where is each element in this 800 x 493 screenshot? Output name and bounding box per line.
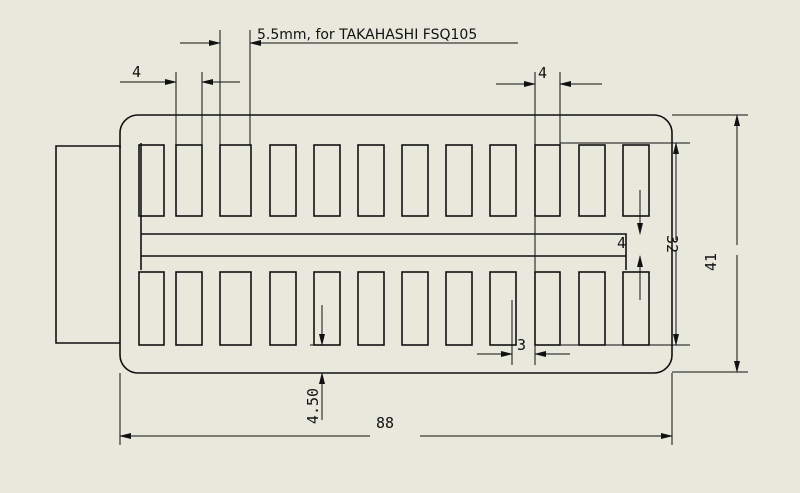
dim-center-4-label: 4 bbox=[617, 234, 626, 252]
slot-bottom-10 bbox=[534, 271, 561, 346]
dim-4-50-label: 4.50 bbox=[304, 388, 322, 424]
slot-bottom-8 bbox=[445, 271, 473, 346]
slot-top-11 bbox=[578, 144, 606, 217]
slot-bottom-3 bbox=[219, 271, 252, 346]
dim-center-bar: 4 bbox=[617, 190, 643, 300]
slot-bottom-9 bbox=[489, 271, 517, 346]
dim-4-right-label: 4 bbox=[538, 64, 547, 82]
slot-top-9 bbox=[489, 144, 517, 217]
dim-88-label: 88 bbox=[376, 414, 394, 432]
slot-bottom-12 bbox=[622, 271, 650, 346]
slot-top-2 bbox=[175, 144, 203, 217]
dim-margin: 4.50 bbox=[304, 305, 330, 424]
slot-top-8 bbox=[445, 144, 473, 217]
center-bar bbox=[140, 143, 627, 270]
slot-top-1 bbox=[138, 144, 165, 217]
slot-top-5 bbox=[313, 144, 341, 217]
slot-top-4 bbox=[269, 144, 297, 217]
note-label: 5.5mm, for TAKAHASHI FSQ105 bbox=[257, 27, 477, 43]
slot-top-12 bbox=[622, 144, 650, 217]
plate-outline bbox=[119, 114, 673, 374]
dim-41-label: 41 bbox=[702, 253, 720, 271]
slot-bottom-4 bbox=[269, 271, 297, 346]
slot-bottom-7 bbox=[401, 271, 429, 346]
dim-4-left-label: 4 bbox=[132, 63, 141, 81]
slot-group bbox=[138, 144, 650, 346]
dim-slot-width-left: 4 bbox=[120, 63, 240, 145]
dim-slot-span: 32 bbox=[560, 142, 690, 346]
dim-3-label: 3 bbox=[517, 336, 526, 354]
slot-bottom-1 bbox=[138, 271, 165, 346]
dim-length: 88 bbox=[119, 373, 673, 445]
slot-top-6 bbox=[357, 144, 385, 217]
slot-top-10 bbox=[534, 144, 561, 217]
slot-top-3 bbox=[219, 144, 252, 217]
dim-slot-gap: 3 bbox=[477, 300, 570, 365]
slot-bottom-11 bbox=[578, 271, 606, 346]
mounting-tab bbox=[55, 145, 121, 344]
dim-slot-width-right: 4 bbox=[496, 64, 602, 365]
dim-note-5-5mm: 5.5mm, for TAKAHASHI FSQ105 bbox=[180, 27, 518, 145]
dim-32-label: 32 bbox=[663, 235, 681, 253]
dim-height: 41 bbox=[672, 114, 748, 373]
slot-bottom-5 bbox=[313, 271, 341, 346]
slot-bottom-2 bbox=[175, 271, 203, 346]
slot-bottom-6 bbox=[357, 271, 385, 346]
slot-top-7 bbox=[401, 144, 429, 217]
